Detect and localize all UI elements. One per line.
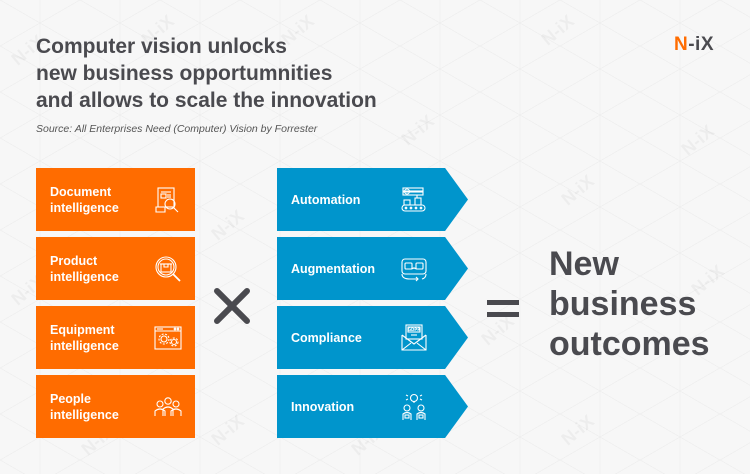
label-line: intelligence — [50, 269, 119, 284]
benefit-label: Augmentation — [291, 261, 376, 276]
idea-people-icon — [399, 392, 429, 422]
capability-product-intelligence: Product intelligence — [36, 237, 195, 300]
watermark: N-iX — [397, 111, 438, 150]
label-line: Equipment — [50, 322, 115, 337]
logo-ix: -iX — [688, 34, 714, 55]
watermark: N-iX — [557, 411, 598, 450]
watermark: N-iX — [537, 11, 578, 50]
label-line: intelligence — [50, 407, 119, 422]
benefit-label: Innovation — [291, 399, 355, 414]
n-ix-logo: N-iX — [674, 34, 714, 56]
benefit-augmentation: Augmentation — [277, 237, 468, 300]
outcome-line: New — [549, 245, 619, 283]
document-search-icon — [153, 185, 183, 215]
capability-label: Equipment intelligence — [50, 322, 119, 354]
product-search-icon — [153, 254, 183, 284]
source-caption: Source: All Enterprises Need (Computer) … — [36, 123, 318, 135]
title-line: Computer vision unlocks — [36, 35, 287, 58]
watermark: N-iX — [207, 206, 248, 245]
logo-n: N — [673, 34, 689, 55]
benefit-innovation: Innovation — [277, 375, 468, 438]
conveyor-robot-icon — [399, 185, 429, 215]
outcome-line: business — [549, 285, 697, 323]
label-line: intelligence — [50, 338, 119, 353]
gdpr-envelope-icon: GDPR — [399, 323, 429, 353]
people-group-icon — [153, 392, 183, 422]
benefit-automation: Automation — [277, 168, 468, 231]
capability-equipment-intelligence: Equipment intelligence — [36, 306, 195, 369]
label-line: Product — [50, 253, 98, 268]
capability-label: Document intelligence — [50, 184, 119, 216]
page-title: Computer vision unlocks new business opp… — [36, 33, 436, 114]
label-line: Document — [50, 184, 112, 199]
equals-operator — [487, 298, 519, 320]
outcome-text: New business outcomes — [549, 244, 710, 364]
watermark: N-iX — [557, 171, 598, 210]
outcome-line: outcomes — [549, 325, 710, 363]
watermark: N-iX — [677, 121, 718, 160]
label-line: intelligence — [50, 200, 119, 215]
capability-people-intelligence: People intelligence — [36, 375, 195, 438]
title-line: and allows to scale the innovation — [36, 89, 377, 112]
watermark: N-iX — [207, 411, 248, 450]
label-line: People — [50, 391, 91, 406]
benefit-compliance: Compliance GDPR — [277, 306, 468, 369]
gears-window-icon — [153, 323, 183, 353]
vr-headset-icon — [399, 254, 429, 284]
svg-text:GDPR: GDPR — [408, 327, 421, 332]
title-line: new business opportumnities — [36, 62, 333, 85]
capability-document-intelligence: Document intelligence — [36, 168, 195, 231]
multiply-operator — [213, 287, 251, 325]
benefit-label: Compliance — [291, 330, 362, 345]
capability-label: Product intelligence — [50, 253, 119, 285]
capability-label: People intelligence — [50, 391, 119, 423]
benefit-label: Automation — [291, 192, 361, 207]
